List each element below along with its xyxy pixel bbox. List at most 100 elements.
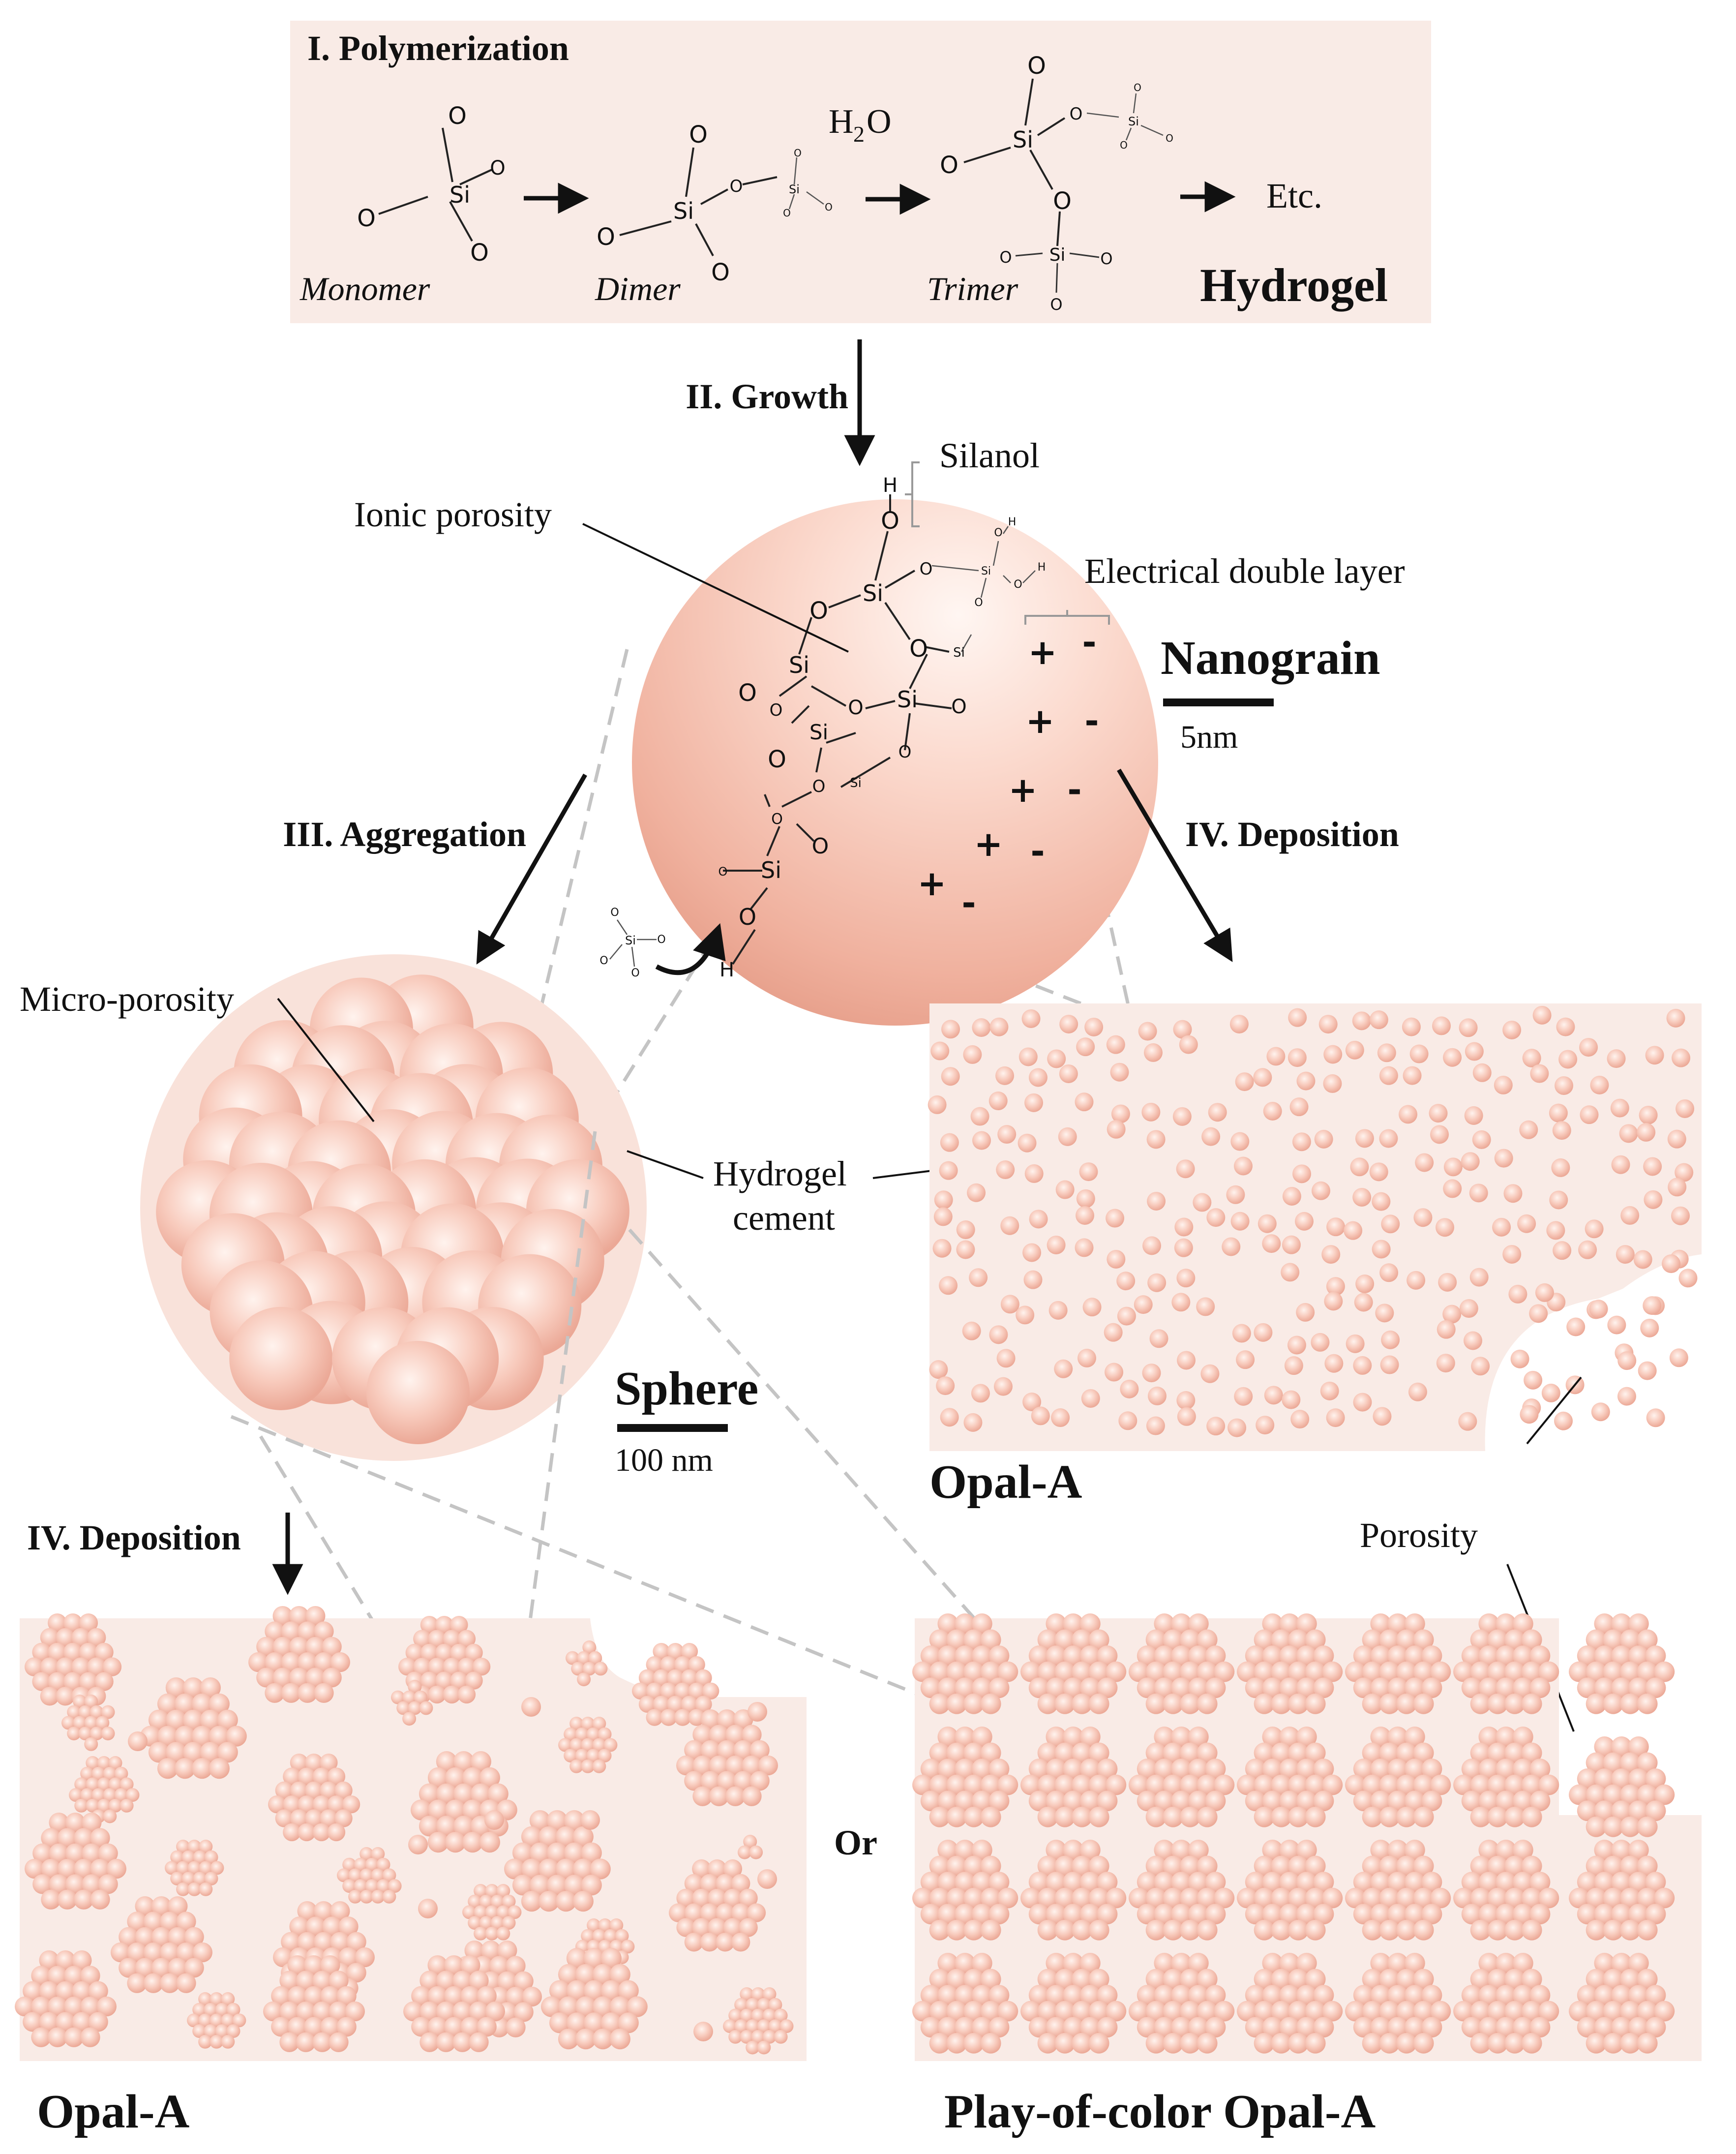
cluster-bead (1028, 1904, 1049, 1925)
cluster-bead (946, 1742, 967, 1763)
nano-grain (1619, 1124, 1638, 1143)
cluster-bead (119, 1927, 139, 1947)
cluster-bead (1037, 1887, 1058, 1909)
cluster-bead (660, 1656, 677, 1673)
cluster-bead (312, 2032, 332, 2052)
cluster-bead (181, 1850, 196, 1864)
cluster-bead (199, 1882, 213, 1896)
cluster-bead (1054, 1855, 1076, 1877)
cluster-bead (988, 1904, 1010, 1925)
cluster-bead (728, 2030, 743, 2044)
nano-grain (1287, 1335, 1306, 1355)
cluster-bead (1512, 1790, 1533, 1812)
play-of-color-sphere (1237, 1727, 1343, 1827)
cluster-bead (594, 1662, 608, 1676)
nano-grain (1345, 1040, 1364, 1060)
nano-grain (1662, 1254, 1681, 1274)
cluster-bead (1254, 1661, 1275, 1682)
cluster-bead (95, 1716, 110, 1730)
cluster-bead (209, 1693, 230, 1715)
cluster-bead (72, 1950, 92, 1971)
nano-grain (1176, 1269, 1196, 1288)
cluster-bead (1611, 1985, 1632, 2006)
cluster-bead (521, 1890, 542, 1912)
cluster-bead (1179, 1887, 1200, 1909)
nano-grain (941, 1020, 960, 1039)
cluster-bead (1145, 1693, 1167, 1714)
cluster-bead (1262, 2017, 1283, 2038)
cluster-bead (1287, 2001, 1309, 2022)
cluster-bead (1106, 1661, 1127, 1682)
cluster-bead (1071, 1887, 1092, 1909)
nano-grain (1381, 1214, 1400, 1234)
cluster-bead (1046, 1904, 1067, 1925)
cluster-bead (1046, 1953, 1067, 1973)
cluster-bead (1171, 1872, 1192, 1893)
nano-grain (934, 1190, 953, 1210)
cluster-bead (72, 1981, 92, 2001)
cluster-bead (47, 1966, 68, 1986)
cluster-bead (435, 1671, 453, 1690)
cluster-bead (546, 1842, 568, 1863)
cluster-bead (1512, 1872, 1533, 1893)
play-of-color-sphere (1453, 1840, 1559, 1941)
cluster-bead (199, 1840, 213, 1853)
cluster-bead (1461, 2017, 1482, 2038)
nanograin-silica-network (723, 494, 952, 965)
cluster-bead (946, 1693, 967, 1714)
nano-grain (972, 1131, 991, 1150)
cluster-bead (1271, 1661, 1292, 1682)
cluster-bead (1487, 1855, 1508, 1877)
nano-grain (1443, 1048, 1462, 1067)
cluster-bead (1305, 1919, 1326, 1941)
cluster-bead (436, 1816, 457, 1837)
opal-a-sphere (669, 1859, 766, 1952)
cluster-bead (1461, 1677, 1482, 1699)
cluster-bead (468, 1894, 482, 1909)
nano-grain (989, 1325, 1008, 1344)
cluster-bead (1619, 1969, 1641, 1990)
cluster-bead (1370, 1645, 1391, 1667)
cluster-bead (779, 2019, 794, 2033)
cluster-bead (1322, 1774, 1343, 1795)
play-of-color-sphere (1020, 1727, 1127, 1827)
cluster-bead (1353, 1904, 1374, 1925)
cluster-bead (296, 2032, 316, 2052)
cluster-bead (90, 1828, 110, 1848)
cluster-bead (762, 2008, 777, 2023)
cluster-bead (1529, 1790, 1551, 1812)
cluster-bead (462, 1799, 483, 1820)
cluster-bead (937, 1677, 958, 1699)
cluster-bead (1569, 2001, 1589, 2022)
monomer-label: Monomer (299, 270, 430, 307)
cluster-bead (1628, 1840, 1649, 1860)
nano-grain (1520, 1405, 1539, 1424)
cluster-bead (988, 1677, 1010, 1699)
cluster-bead (1453, 1661, 1474, 1682)
cluster-bead (963, 1693, 984, 1714)
cluster-bead (546, 1810, 568, 1831)
cluster-bead (1262, 1840, 1283, 1860)
cluster-bead (371, 1889, 385, 1904)
cluster-bead (1037, 1969, 1058, 1990)
cluster-bead (1603, 1887, 1624, 1909)
cluster-bead (1628, 1985, 1649, 2006)
nano-grain (1578, 1240, 1597, 1259)
cluster-bead (1245, 1677, 1266, 1699)
nano-grain (1465, 1042, 1484, 1061)
cluster-bead (660, 1709, 677, 1726)
cluster-bead (159, 1973, 180, 1993)
cluster-bead (1197, 1887, 1218, 1909)
grain-si-3: Si (897, 686, 918, 713)
cluster-bead (1461, 1985, 1482, 2006)
grain-si-5: Si (761, 857, 781, 883)
nano-grain (940, 1133, 959, 1152)
nano-grain (1287, 1048, 1307, 1067)
cluster-bead (1197, 1774, 1218, 1795)
cluster-bead (345, 2001, 365, 2022)
cluster-bead (65, 1813, 86, 1833)
cluster-bead (692, 1859, 711, 1879)
cluster-bead (1413, 1774, 1434, 1795)
cluster-bead (157, 1758, 179, 1779)
cluster-bead (1421, 1904, 1442, 1925)
